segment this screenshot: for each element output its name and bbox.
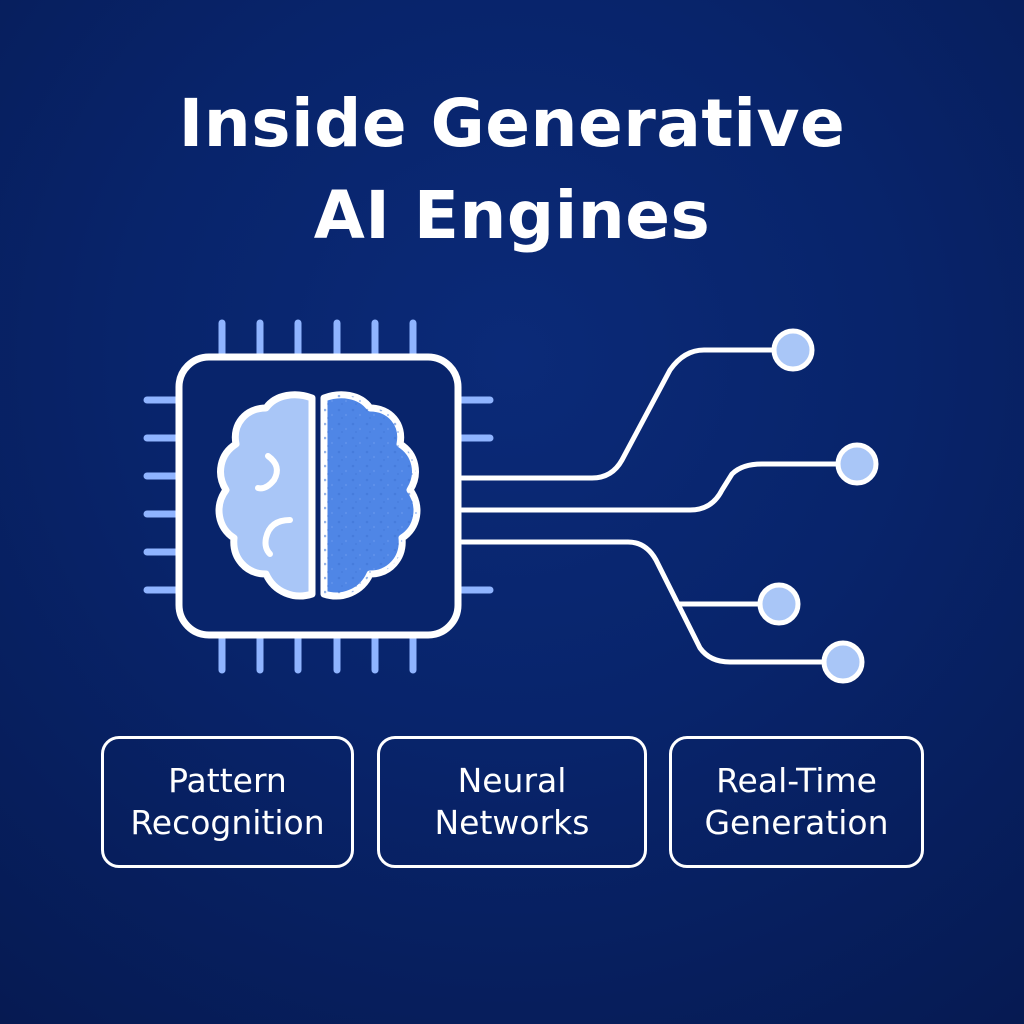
chip-pins (143, 319, 494, 674)
circuit-node-icon (757, 582, 801, 626)
page-title: Inside Generative AI Engines (0, 78, 1024, 262)
trace-3 (459, 539, 763, 607)
card-line-2: Generation (704, 803, 889, 842)
card-line-2: Networks (434, 803, 590, 842)
card-line-1: Real-Time (716, 761, 877, 800)
card-line-1: Neural (457, 761, 567, 800)
brain-left-hemisphere (215, 391, 316, 600)
trace-4 (675, 601, 825, 665)
card-real-time-generation: Real-Time Generation (669, 736, 924, 868)
card-pattern-recognition: Pattern Recognition (101, 736, 354, 868)
card-line-1: Pattern (168, 761, 287, 800)
card-neural-networks: Neural Networks (377, 736, 647, 868)
circuit-node-icon (771, 328, 815, 372)
brain-icon (215, 391, 421, 600)
circuit-node-icon (821, 640, 865, 684)
brain-fold (255, 453, 280, 492)
title-line-1: Inside Generative (178, 85, 846, 162)
circuit-node-icon (835, 442, 879, 486)
feature-cards: Pattern Recognition Neural Networks Real… (0, 736, 1024, 872)
trace-2 (459, 461, 839, 513)
brain-fold (262, 517, 293, 557)
title-line-2: AI Engines (313, 177, 711, 254)
trace-1 (459, 347, 775, 481)
circuit-nodes (757, 328, 879, 684)
circuit-traces (459, 347, 839, 665)
card-line-2: Recognition (130, 803, 325, 842)
